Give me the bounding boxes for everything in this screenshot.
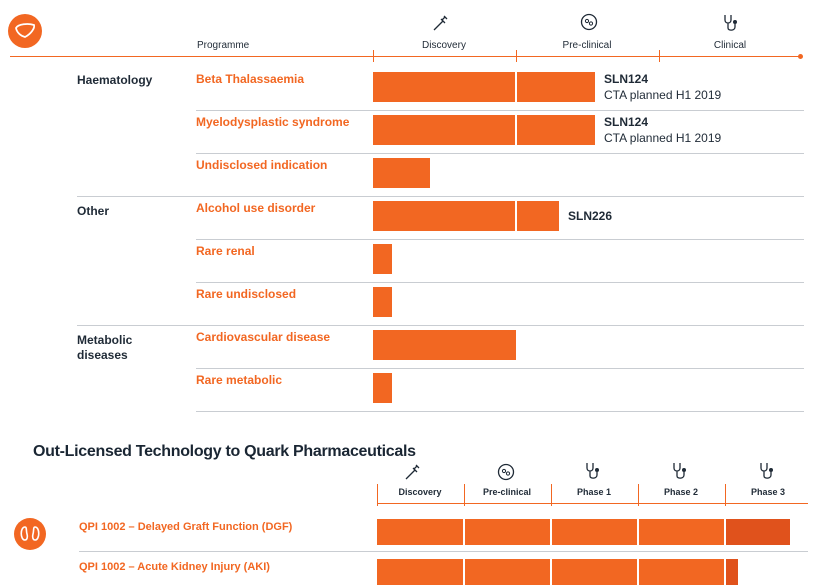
axis-tick [373,50,374,62]
axis-tick [464,484,465,506]
compound-label: SLN124 [604,72,649,86]
row-divider [196,368,804,369]
category-other: Other [77,204,110,218]
progress-bar [373,201,559,231]
programme-label: Cardiovascular disease [196,330,331,344]
timeline-axis-2 [377,503,808,504]
milestone-label: CTA planned H1 2019 [604,88,722,102]
axis-tick [551,484,552,506]
progress-bar [373,244,392,274]
licensed-programme-label: QPI 1002 – Acute Kidney Injury (AKI) [79,561,270,573]
progress-bar-phase3 [725,519,790,545]
stage-preclinical: Pre-clinical [562,40,612,51]
category-divider [77,325,804,326]
stage-divider [724,519,726,545]
compound-label: SLN124 [604,115,649,129]
stage-phase1: Phase 1 [576,487,612,497]
timeline-axis [10,56,800,57]
programme-header: Programme [197,40,250,51]
programme-label: Rare renal [196,244,255,258]
row-divider [196,282,804,283]
programme-label: Rare metabolic [196,373,283,387]
progress-bar [373,72,595,102]
axis-tick [725,484,726,506]
syringe-icon [432,14,448,37]
stage-preclinical-2: Pre-clinical [482,487,532,497]
kidney-logo-icon [14,518,46,550]
petri-dish-icon [580,13,598,36]
stage-discovery-2: Discovery [398,487,442,497]
liver-logo-icon [8,14,42,48]
category-divider [77,196,804,197]
progress-bar [373,330,516,360]
milestone-label: CTA planned H1 2019 [604,131,722,145]
stethoscope-icon [758,461,776,486]
timeline-axis-end [798,54,803,59]
programme-label: Alcohol use disorder [196,201,316,215]
programme-label: Rare undisclosed [196,287,297,301]
stethoscope-icon [584,461,602,486]
progress-bar [373,287,392,317]
category-haematology: Haematology [77,73,153,87]
stage-divider [637,519,639,545]
stage-phase3: Phase 3 [750,487,786,497]
licensed-programme-label: QPI 1002 – Delayed Graft Function (DGF) [79,521,293,533]
axis-tick [377,484,378,506]
row-divider [196,411,804,412]
progress-bar [373,373,392,403]
progress-bar-phase3 [725,559,738,585]
stage-divider [637,559,639,585]
progress-bar [373,158,430,188]
stage-divider [724,559,726,585]
stage-divider [515,115,517,145]
stage-divider [515,72,517,102]
stage-divider [515,201,517,231]
stage-divider [550,559,552,585]
stethoscope-icon [722,13,740,38]
syringe-icon [404,463,420,486]
axis-tick [659,50,660,62]
axis-tick [516,50,517,62]
stage-clinical: Clinical [713,40,747,51]
stage-divider [463,519,465,545]
row-divider [196,153,804,154]
axis-tick [638,484,639,506]
compound-label: SLN226 [568,209,613,223]
section2-title: Out-Licensed Technology to Quark Pharmac… [33,443,416,460]
programme-label: Beta Thalassaemia [196,72,305,86]
petri-dish-icon [497,463,515,486]
category-metabolic: Metabolic diseases [77,333,133,362]
row-divider [196,110,804,111]
stethoscope-icon [671,461,689,486]
stage-divider [550,519,552,545]
programme-label: Undisclosed indication [196,158,328,172]
row-divider [79,551,808,552]
programme-label: Myelodysplastic syndrome [196,115,350,129]
stage-discovery: Discovery [422,40,466,51]
stage-divider [463,559,465,585]
stage-phase2: Phase 2 [663,487,699,497]
row-divider [196,239,804,240]
progress-bar [373,115,595,145]
